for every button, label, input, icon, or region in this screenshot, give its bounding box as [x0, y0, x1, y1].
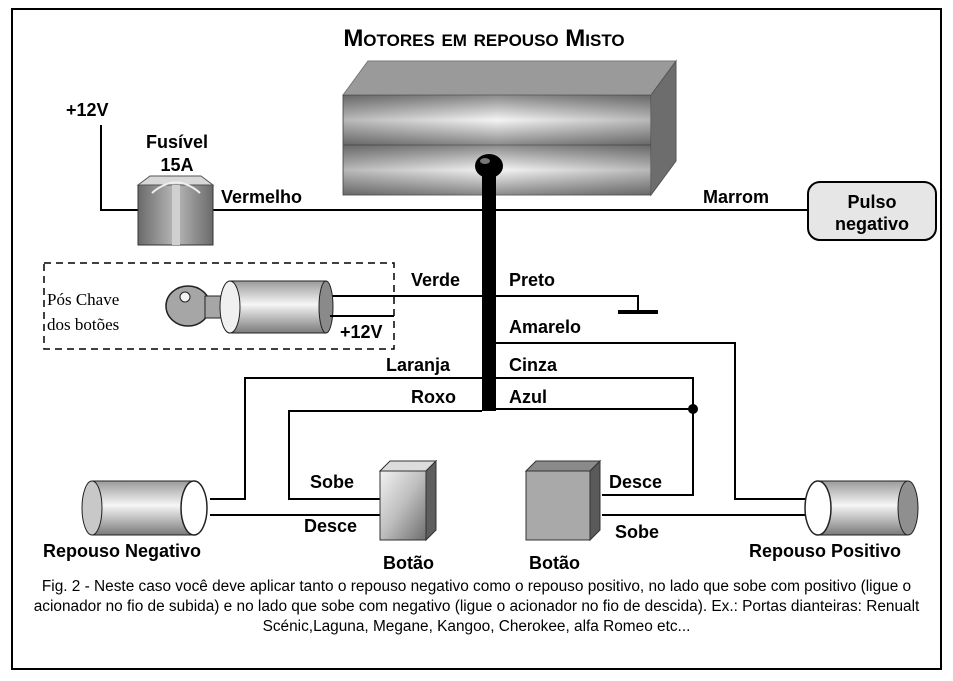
label-laranja: Laranja: [386, 355, 451, 375]
figure-caption: Fig. 2 - Neste caso você deve aplicar ta…: [33, 578, 920, 635]
label-negativo: negativo: [835, 214, 909, 234]
label-vermelho: Vermelho: [221, 187, 302, 207]
wire-12v: [100, 125, 138, 211]
wires: [100, 125, 810, 516]
label-verde: Verde: [411, 270, 460, 290]
wire-roxo: [288, 410, 482, 500]
label-dos-botoes: dos botões: [47, 315, 119, 334]
label-repouso-negativo: Repouso Negativo: [43, 541, 201, 561]
label-amarelo: Amarelo: [509, 317, 581, 337]
junction-dot: [688, 404, 698, 414]
wire-amarelo: [482, 342, 810, 500]
label-pulso: Pulso: [847, 192, 896, 212]
ignition-key: [165, 280, 334, 334]
diagram-frame: [11, 8, 942, 670]
label-fusivel: Fusível: [146, 132, 208, 152]
label-azul: Azul: [509, 387, 547, 407]
wire-laranja: [210, 377, 482, 500]
botao-left: [378, 459, 438, 542]
label-botao-left: Botão: [383, 553, 434, 573]
fuse: [136, 175, 215, 246]
label-12v-key: +12V: [340, 322, 383, 342]
label-roxo: Roxo: [411, 387, 456, 407]
wire-cinza: [496, 377, 694, 408]
label-pos-chave: Pós Chave: [47, 290, 119, 309]
botao-right: [524, 459, 602, 542]
repouso-positivo-motor: [804, 480, 919, 536]
pos-chave-region: [43, 262, 395, 350]
label-sobe-left: Sobe: [310, 472, 354, 492]
motor-block: [342, 59, 677, 197]
wire-azul: [496, 408, 694, 496]
pulso-negativo-box: [807, 181, 937, 241]
label-sobe-right: Sobe: [615, 522, 659, 542]
label-desce-right: Desce: [609, 472, 662, 492]
wire-verde-preto: [327, 295, 639, 312]
label-cinza: Cinza: [509, 355, 558, 375]
label-15a: 15A: [160, 155, 193, 175]
label-desce-left: Desce: [304, 516, 357, 536]
label-12v-top: +12V: [66, 100, 109, 120]
cable-bundle: [482, 168, 496, 411]
repouso-negativo-motor: [81, 480, 208, 536]
label-botao-right: Botão: [529, 553, 580, 573]
diagram-title: Motores em repouso Misto: [343, 25, 624, 52]
label-marrom: Marrom: [703, 187, 769, 207]
label-preto: Preto: [509, 270, 555, 290]
label-repouso-positivo: Repouso Positivo: [749, 541, 901, 561]
